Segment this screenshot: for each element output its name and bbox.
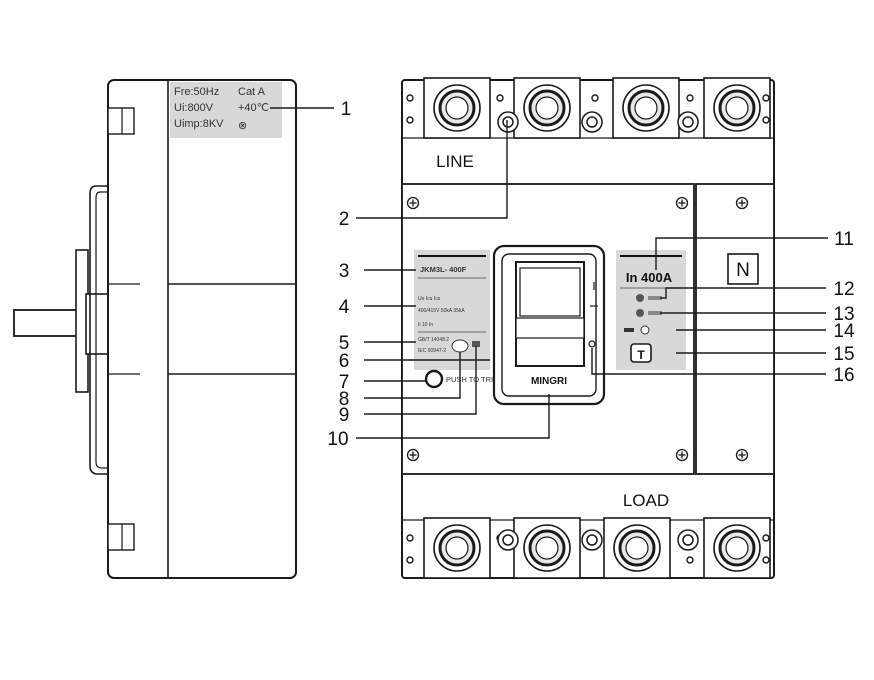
rating-label: In 400A [626,270,673,285]
callout-9: 9 [339,405,350,426]
model-number: JKM3L- 400F [420,265,467,274]
callout-2: 2 [339,209,350,230]
side-uimp: Uimp:8KV [174,118,224,130]
test-button[interactable] [630,343,652,363]
callout-7: 7 [339,372,350,393]
side-temp: +40℃ [238,102,269,114]
neutral-label: N [736,260,750,281]
push-to-trip-button[interactable] [424,369,444,389]
plate-row-4: GB/T 14048.2 [418,337,449,343]
push-to-trip-label: PUSH TO TRIP [446,375,498,384]
callout-10: 10 [327,429,348,450]
handle-shaft [13,309,79,337]
side-ui: Ui:800V [174,102,214,114]
side-view: Fre:50Hz Cat A Ui:800V +40℃ Uimp:8KV ⊗ [13,79,297,579]
callout-14: 14 [833,321,855,342]
callout-12: 12 [833,279,854,300]
callout-4: 4 [339,297,350,318]
callout-13: 13 [833,304,854,325]
plate-row-2: 400/415V 50kA 35kA [418,308,465,314]
callout-1: 1 [341,99,352,120]
neutral-cover [695,183,775,475]
mark-9 [472,341,480,347]
leader-lines [270,107,828,439]
callout-numbers: 1 2 3 4 5 6 7 8 9 10 11 12 13 14 15 16 [327,99,855,450]
side-rating-plate [170,82,282,138]
callout-11: 11 [834,229,854,250]
front-view: LINE LOAD N JKM3L- 400F Ue Icu Ics 400/4… [401,76,775,580]
callout-3: 3 [339,261,350,282]
callout-5: 5 [339,333,350,354]
brand-label: MINGRI [531,376,567,387]
side-symbol: ⊗ [238,120,247,132]
callout-15: 15 [833,344,854,365]
callout-8: 8 [339,389,350,410]
side-freq: Fre:50Hz [174,86,219,98]
plate-row-5: IEC 60947-2 [418,348,446,354]
adjust-dial-1 [636,294,644,302]
plate-row-1: Ue Icu Ics [418,296,441,302]
plate-row-3: Ii 10 In [418,322,433,328]
side-cat: Cat A [238,86,266,98]
test-button-label: T [637,348,645,362]
load-label: LOAD [623,491,669,510]
callout-6: 6 [339,351,350,372]
adjust-dial-2 [636,309,644,317]
neutral-box [727,253,759,285]
line-label: LINE [436,152,474,171]
nameplate-left [414,250,490,370]
callout-16: 16 [833,365,854,386]
cert-mark [451,339,469,353]
